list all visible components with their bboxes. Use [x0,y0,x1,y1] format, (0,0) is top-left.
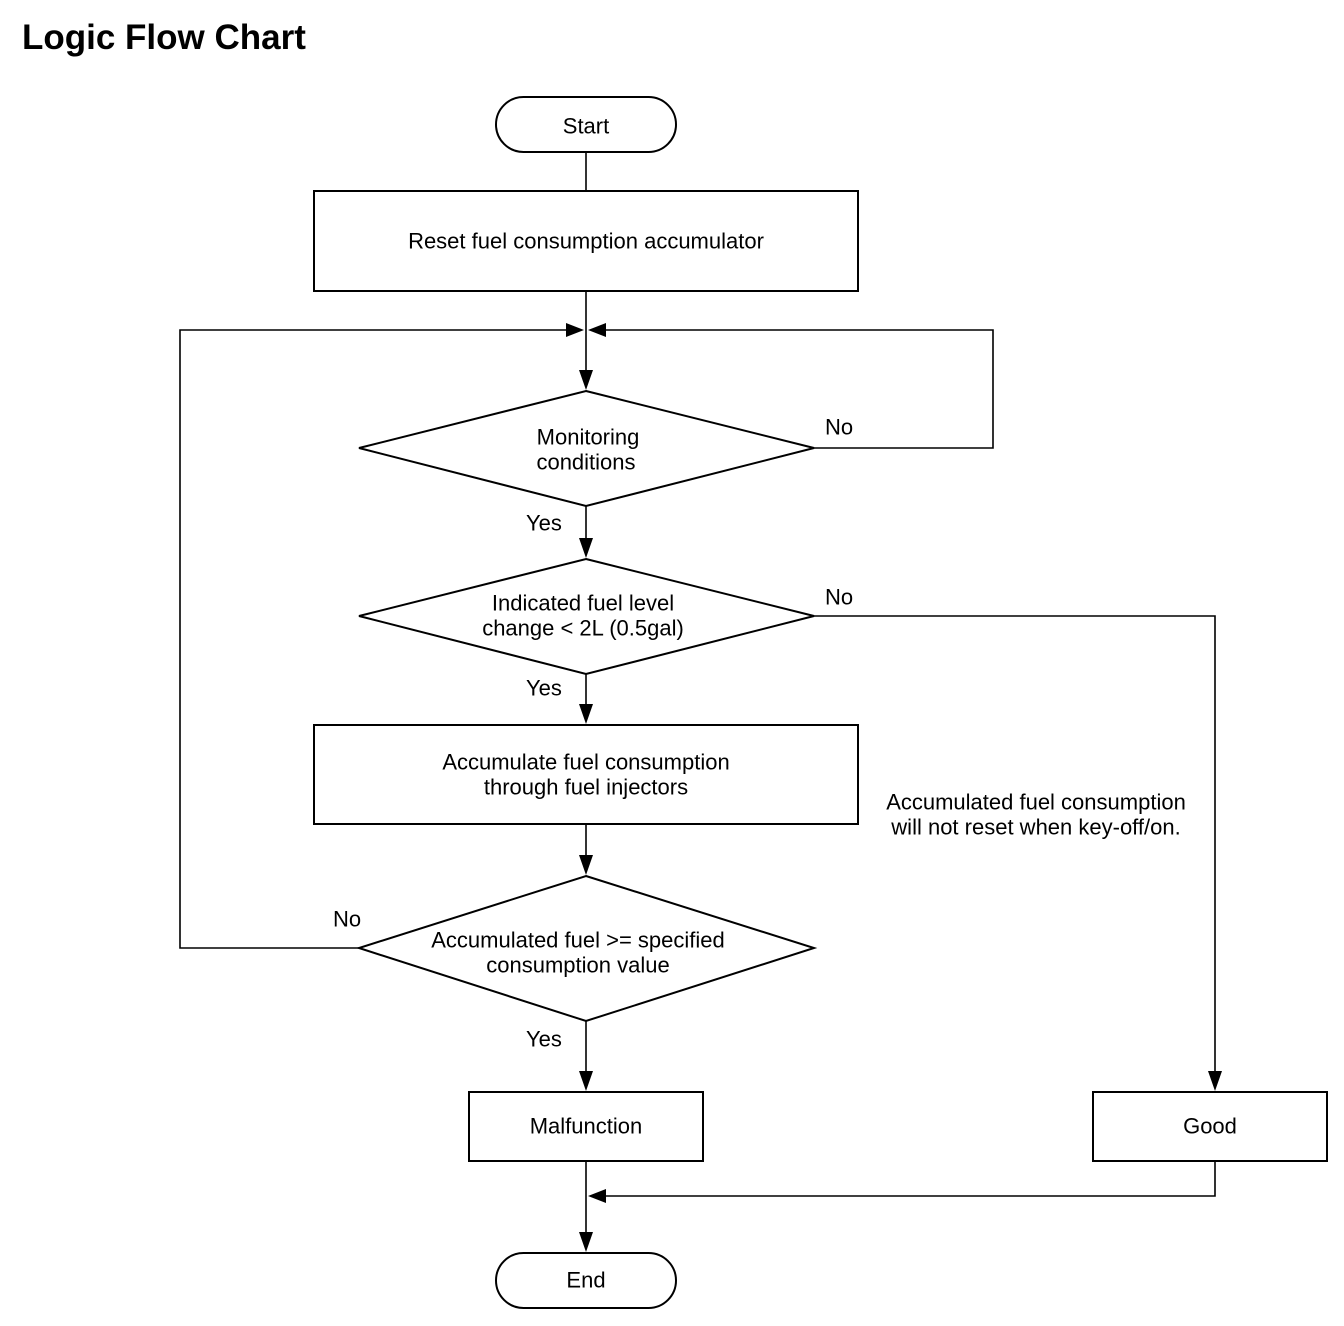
arrowhead-into-accumulated-check [579,855,593,875]
edge-label-fuel-level-no: No [825,585,853,610]
arrowhead-into-accumulate [579,704,593,724]
edge-label-accumulated-no: No [333,907,361,932]
malfunction-box: Malfunction [468,1091,704,1162]
note-line-2: will not reset when key-off/on. [890,815,1180,840]
start-label: Start [563,114,609,139]
malfunction-label: Malfunction [530,1114,643,1139]
connector-monitoring-no-loop [605,329,994,449]
arrowhead-into-end [579,1232,593,1252]
end-terminal: End [495,1252,677,1309]
arrowhead-monitoring-no [588,323,606,337]
accumulated-label-line-2: consumption value [486,953,669,978]
arrowhead-into-good [1208,1071,1222,1091]
edge-label-fuel-level-yes: Yes [526,676,562,701]
edge-label-monitoring-yes: Yes [526,511,562,536]
reset-label: Reset fuel consumption accumulator [408,229,764,254]
accumulated-label-line-1: Accumulated fuel >= specified [431,928,725,953]
arrowhead-into-monitoring [579,370,593,390]
arrowhead-into-malfunction [579,1071,593,1091]
fuel-level-decision: Indicated fuel level change < 2L (0.5gal… [358,557,815,676]
fuel-level-label-line-1: Indicated fuel level [492,591,674,616]
end-label: End [566,1268,605,1293]
connector-accumulated-no-loop [179,329,567,949]
start-terminal: Start [495,96,677,153]
note-line-1: Accumulated fuel consumption [886,790,1186,815]
connector-good-merge [605,1161,1216,1197]
accumulate-process-box: Accumulate fuel consumption through fuel… [313,724,859,825]
good-label: Good [1183,1114,1237,1139]
connector-fuel-level-no [814,615,1216,1072]
monitoring-conditions-decision: Monitoring conditions [358,389,815,508]
arrowhead-merge [588,1189,606,1203]
edge-label-monitoring-no: No [825,415,853,440]
edge-label-accumulated-yes: Yes [526,1027,562,1052]
monitoring-label-line-1: Monitoring [537,425,640,450]
accumulate-label-line-2: through fuel injectors [484,775,688,800]
fuel-level-label-line-2: change < 2L (0.5gal) [482,616,684,641]
reset-process-box: Reset fuel consumption accumulator [313,190,859,292]
arrowhead-into-fuel-level [579,538,593,558]
arrowhead-accumulated-no [566,323,584,337]
accumulated-fuel-decision: Accumulated fuel >= specified consumptio… [355,874,818,1023]
page-title: Logic Flow Chart [22,18,306,57]
monitoring-label-line-2: conditions [536,450,635,475]
good-box: Good [1092,1091,1328,1162]
accumulate-label-line-1: Accumulate fuel consumption [442,750,729,775]
